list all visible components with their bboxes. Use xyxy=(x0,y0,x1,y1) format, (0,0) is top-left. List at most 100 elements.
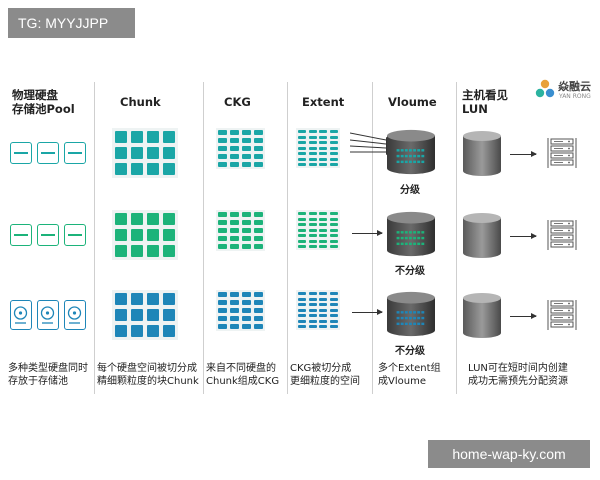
block-cell xyxy=(298,292,306,295)
block-cell xyxy=(329,163,338,166)
chunk-grid xyxy=(112,128,178,178)
volume-label-2: 不分级 xyxy=(395,266,425,277)
block-cell xyxy=(218,292,227,297)
floppy-disk-icon xyxy=(64,224,86,246)
block-cell xyxy=(147,229,159,241)
block-cell xyxy=(308,319,317,323)
block-cell xyxy=(242,300,251,305)
block-cell xyxy=(308,223,317,226)
block-cell xyxy=(298,135,306,139)
block-cell xyxy=(298,308,306,312)
block-cell xyxy=(218,154,227,159)
block-cell xyxy=(163,229,175,241)
block-cell xyxy=(147,163,159,175)
block-cell xyxy=(115,131,127,143)
block-cell xyxy=(319,245,327,248)
block-cell xyxy=(319,234,327,237)
chunk-grid xyxy=(112,210,178,260)
block-cell xyxy=(230,308,239,313)
logo-sub: YAN RONG xyxy=(559,93,591,100)
caption-lun: LUN可在短时间内创建 成功无需预先分配资源 xyxy=(468,363,568,387)
block-cell xyxy=(298,212,306,215)
column-divider xyxy=(372,82,373,394)
block-cell xyxy=(218,324,227,329)
block-cell xyxy=(329,152,338,155)
block-cell xyxy=(131,293,143,305)
block-cell xyxy=(131,131,143,143)
block-cell xyxy=(163,163,175,175)
block-cell xyxy=(230,130,239,135)
block-cell xyxy=(163,131,175,143)
volume-label-3: 不分级 xyxy=(395,346,425,357)
block-cell xyxy=(319,297,327,301)
block-cell xyxy=(298,297,306,301)
volume-cylinder-icon xyxy=(387,129,435,175)
block-cell xyxy=(308,228,317,232)
block-cell xyxy=(319,223,327,226)
block-cell xyxy=(218,300,227,305)
logo-icon xyxy=(535,79,555,98)
block-cell xyxy=(147,213,159,225)
block-cell xyxy=(329,135,338,139)
block-cell xyxy=(254,324,263,329)
block-cell xyxy=(329,130,338,133)
block-cell xyxy=(308,239,317,243)
block-cell xyxy=(230,324,239,329)
block-cell xyxy=(319,314,327,317)
block-cell xyxy=(308,292,317,295)
block-cell xyxy=(298,314,306,317)
extent-grid xyxy=(296,290,340,330)
block-cell xyxy=(298,325,306,328)
block-cell xyxy=(230,138,239,143)
block-cell xyxy=(298,228,306,232)
block-cell xyxy=(298,157,306,161)
extent-grid xyxy=(296,128,340,168)
block-cell xyxy=(319,212,327,215)
block-cell xyxy=(218,244,227,249)
block-cell xyxy=(218,236,227,241)
block-cell xyxy=(319,308,327,312)
block-cell xyxy=(329,314,338,317)
block-cell xyxy=(319,152,327,155)
block-cell xyxy=(308,135,317,139)
block-cell xyxy=(147,147,159,159)
block-cell xyxy=(319,146,327,150)
block-cell xyxy=(319,135,327,139)
block-cell xyxy=(147,325,159,337)
volume-label-1: 分级 xyxy=(400,185,420,196)
block-cell xyxy=(242,220,251,225)
block-cell xyxy=(131,229,143,241)
block-cell xyxy=(329,319,338,323)
block-cell xyxy=(298,146,306,150)
block-cell xyxy=(230,212,239,217)
block-cell xyxy=(308,314,317,317)
block-cell xyxy=(308,146,317,150)
block-cell xyxy=(298,217,306,221)
block-cell xyxy=(230,220,239,225)
block-cell xyxy=(230,300,239,305)
block-cell xyxy=(254,236,263,241)
block-cell xyxy=(115,213,127,225)
block-cell xyxy=(319,325,327,328)
block-cell xyxy=(218,212,227,217)
block-cell xyxy=(115,147,127,159)
block-cell xyxy=(131,213,143,225)
block-cell xyxy=(115,325,127,337)
block-cell xyxy=(308,303,317,306)
block-cell xyxy=(254,162,263,167)
block-cell xyxy=(242,324,251,329)
block-cell xyxy=(254,228,263,233)
caption-chunk: 每个硬盘空间被切分成 精细颗粒度的块Chunk xyxy=(97,363,199,387)
block-cell xyxy=(218,308,227,313)
hdd-icon xyxy=(64,300,86,330)
server-icon xyxy=(547,138,577,168)
block-cell xyxy=(308,297,317,301)
logo: 焱融云 YAN RONG xyxy=(534,76,596,104)
arrow-lun-host xyxy=(510,233,537,239)
server-icon xyxy=(547,300,577,330)
block-cell xyxy=(329,212,338,215)
block-cell xyxy=(319,141,327,144)
block-cell xyxy=(147,131,159,143)
block-cell xyxy=(131,309,143,321)
block-cell xyxy=(319,292,327,295)
